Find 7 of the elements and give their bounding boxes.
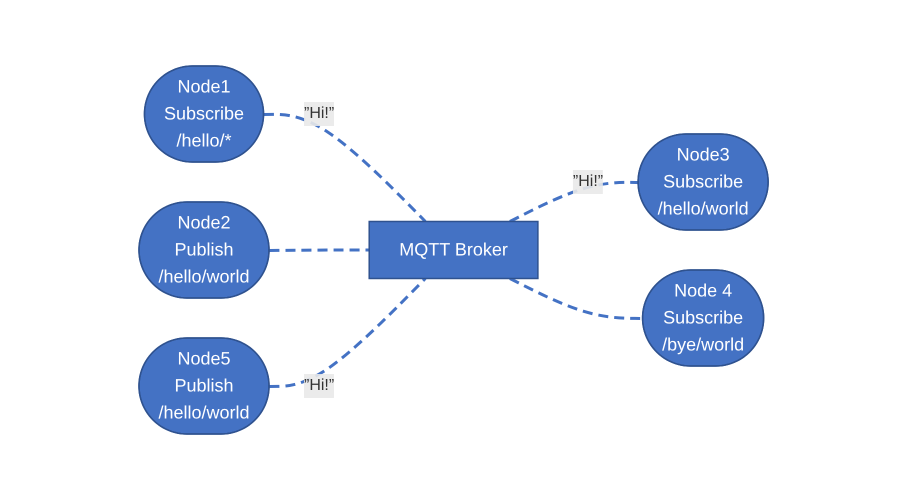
edge-label: ”Hi!” [304, 104, 334, 122]
connector [269, 248, 370, 252]
connector [264, 112, 426, 222]
connector [269, 276, 426, 388]
node-box: MQTT Broker [368, 220, 539, 279]
edge-label: ”Hi!” [572, 172, 604, 190]
edge-label: ”Hi!” [304, 376, 334, 394]
